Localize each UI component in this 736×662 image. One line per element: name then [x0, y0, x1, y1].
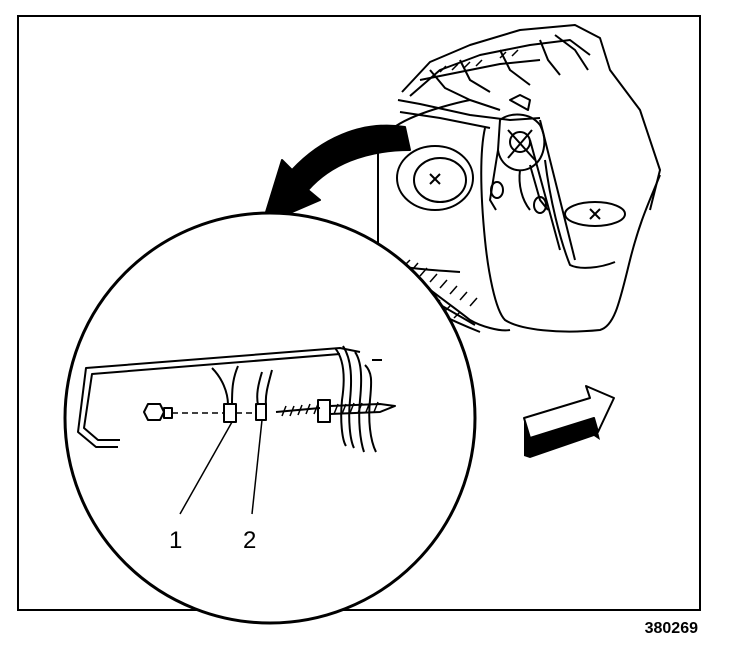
bolt-thread	[281, 401, 379, 417]
figure-id: 380269	[644, 620, 698, 637]
leader-lines	[179, 419, 263, 515]
harness-detail	[77, 345, 396, 453]
curved-pointer-arrow	[261, 124, 411, 226]
center-marks	[429, 173, 601, 220]
callout-2: 2	[243, 527, 257, 554]
front-direction-arrow	[523, 385, 615, 458]
detail-circle	[63, 211, 477, 625]
figure-frame	[17, 15, 701, 611]
callout-1: 1	[169, 527, 183, 554]
